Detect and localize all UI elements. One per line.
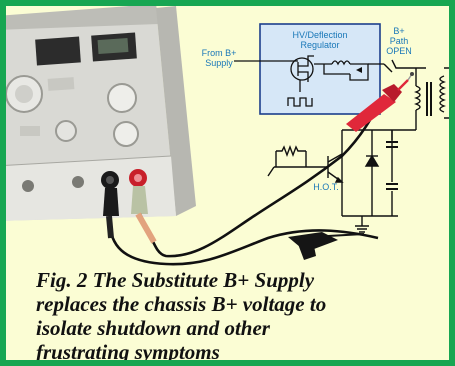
b-plus-path-line-3: OPEN	[386, 46, 412, 56]
caption-line-2: replaces the chassis B+ voltage to	[36, 292, 327, 316]
hv-deflection-regulator	[234, 23, 384, 115]
b-plus-path-line-1: B+	[393, 26, 405, 36]
current-knob	[113, 121, 139, 147]
b-plus-path-open	[383, 59, 426, 73]
b-plus-path-line-2: Path	[389, 36, 409, 46]
from-supply-line-2: Supply	[205, 58, 233, 68]
from-supply-line-1: From B+	[201, 48, 237, 58]
regulator-label: HV/Deflection Regulator	[268, 30, 372, 50]
negative-lead	[108, 215, 379, 266]
test-leads	[106, 119, 379, 266]
caption-line-3: isolate shutdown and other	[36, 316, 270, 340]
inductor-symbol	[331, 60, 351, 66]
positive-lead	[138, 119, 372, 258]
ground-clip	[288, 232, 365, 260]
flyback-transformer	[414, 67, 449, 130]
caption-line-4: frustrating symptoms	[36, 340, 220, 364]
voltage-knob	[107, 83, 137, 113]
bench-power-supply	[6, 6, 196, 221]
ground-symbol	[355, 225, 369, 233]
supply-display-left	[35, 36, 81, 66]
figure-caption: Fig. 2 The Substitute B+ Supply replaces…	[36, 268, 449, 364]
schematic-illustration	[6, 6, 449, 266]
regulator-label-line-1: HV/Deflection	[292, 30, 348, 40]
regulator-label-line-2: Regulator	[300, 40, 340, 50]
pulse-waveform	[287, 97, 313, 107]
hot-label: H.O.T.	[313, 182, 339, 192]
from-supply-label: From B+ Supply	[194, 48, 244, 68]
red-probe	[346, 72, 414, 132]
caption-line-1: Fig. 2 The Substitute B+ Supply	[36, 268, 315, 292]
hot-circuit	[267, 129, 416, 233]
b-plus-path-label: B+ Path OPEN	[384, 26, 414, 56]
